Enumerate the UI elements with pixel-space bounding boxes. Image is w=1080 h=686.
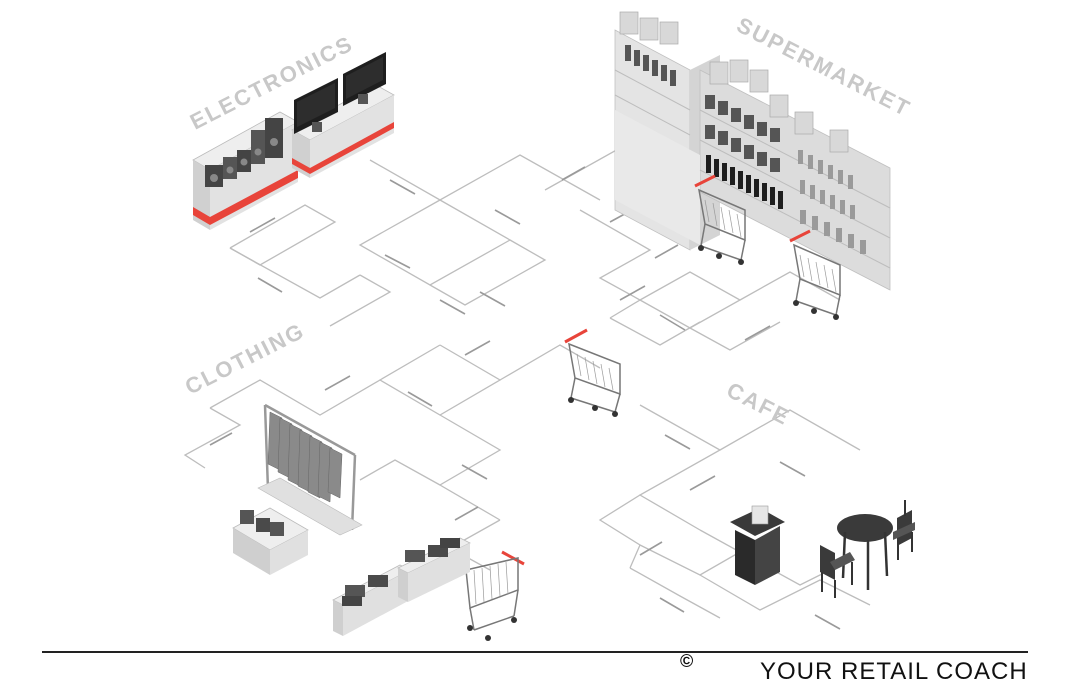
walkway-paths: [183, 147, 871, 619]
zone-label-clothing: CLOTHING: [181, 318, 309, 400]
counter-icon: [730, 505, 785, 585]
shopping-cart-icon: [465, 550, 525, 641]
tv-icon: [294, 78, 338, 134]
footer: © YOUR RETAIL COACH: [0, 640, 1080, 685]
speaker-icon: [205, 118, 283, 187]
tv-icon: [343, 52, 386, 106]
clothing-section: [232, 403, 471, 636]
product-rows: [625, 45, 780, 172]
shopping-cart-icon: [789, 229, 841, 320]
display-table: [397, 537, 471, 602]
electronics-section: [192, 52, 395, 230]
chair-icon: [893, 500, 915, 560]
display-table: [332, 564, 411, 636]
shopping-cart-icon: [564, 328, 621, 417]
footer-divider: [42, 651, 1028, 653]
bottle-icon: [706, 155, 783, 209]
copyright-symbol: ©: [680, 651, 694, 671]
brand-name: YOUR RETAIL COACH: [760, 658, 1028, 685]
supermarket-section: [614, 11, 891, 291]
zone-label-cafe: CAFE: [723, 377, 795, 430]
bottle-icon: [798, 150, 866, 254]
shopping-cart-icon: [694, 174, 746, 265]
direction-arrows: [209, 166, 841, 630]
cafe-table-icon: [837, 514, 893, 590]
product-boxes: [619, 11, 849, 153]
clothing-rack-icon: [257, 403, 363, 536]
speaker-counter: [192, 111, 299, 230]
tv-counter: [291, 52, 395, 178]
chair-icon: [820, 545, 855, 598]
cafe-section: [730, 500, 915, 598]
display-table: [232, 507, 309, 575]
